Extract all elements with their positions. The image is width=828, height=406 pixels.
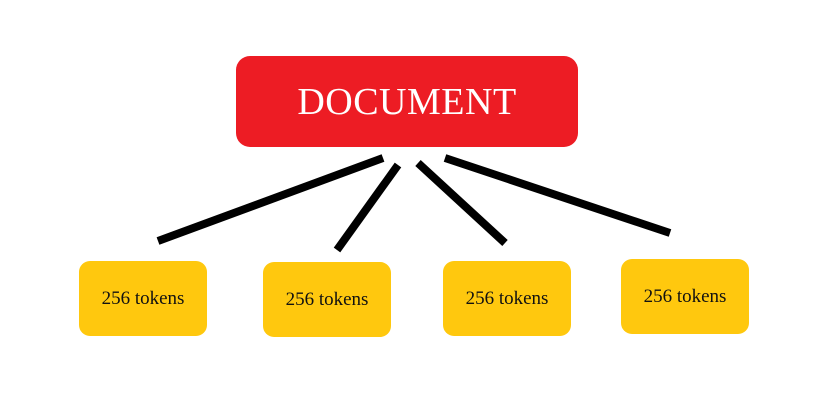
chunk-node-2: 256 tokens <box>263 262 391 337</box>
chunk-label-4: 256 tokens <box>643 285 727 307</box>
connector-line-1 <box>156 154 385 245</box>
document-node: DOCUMENT <box>236 56 578 147</box>
connector-line-4 <box>443 154 672 237</box>
chunk-label-3: 256 tokens <box>465 287 549 309</box>
document-label: DOCUMENT <box>297 80 517 123</box>
chunk-label-1: 256 tokens <box>101 287 185 309</box>
chunk-node-4: 256 tokens <box>621 259 749 334</box>
connector-line-3 <box>415 160 508 246</box>
chunk-node-1: 256 tokens <box>79 261 207 336</box>
chunk-node-3: 256 tokens <box>443 261 571 336</box>
connector-line-2 <box>333 162 402 253</box>
chunk-label-2: 256 tokens <box>285 288 369 310</box>
